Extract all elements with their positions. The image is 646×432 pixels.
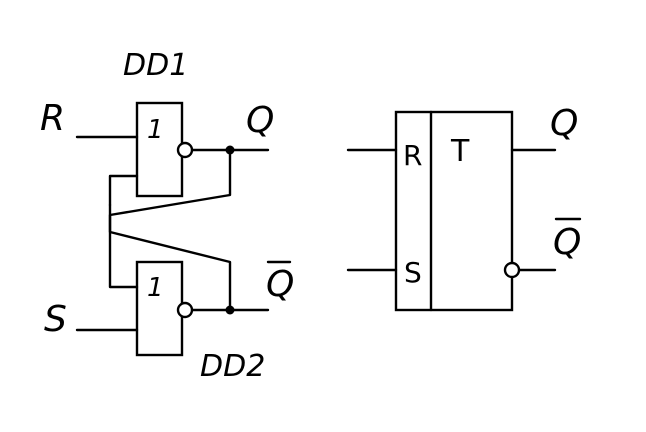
trigger-body <box>394 110 514 312</box>
output-label-q: Q <box>246 100 274 141</box>
rs-trigger-block: R S T Q Q <box>346 103 581 312</box>
gate-dd1 <box>135 101 184 198</box>
gate-dd1-inversion-bubble <box>176 141 194 159</box>
gate-dd1-symbol: 1 <box>147 115 164 145</box>
gate-label-dd2: DD2 <box>200 349 265 384</box>
trigger-type-label: T <box>450 134 470 169</box>
input-label-s: S <box>44 299 67 340</box>
nor-latch-circuit: DD1 DD2 1 1 R S Q Q <box>40 48 294 384</box>
trigger-output-label-q: Q <box>550 103 578 144</box>
gate-label-dd1: DD1 <box>123 48 188 83</box>
feedback-wire-qbar-to-dd1-lower <box>108 203 232 312</box>
gate-dd2-symbol: 1 <box>147 273 164 303</box>
gate-dd2 <box>135 260 184 357</box>
trigger-input-r-label: R <box>403 139 422 172</box>
trigger-input-s-label: S <box>404 256 422 289</box>
input-label-r: R <box>40 98 65 139</box>
trigger-inversion-bubble <box>503 261 521 279</box>
trigger-output-label-q-bar: Q <box>553 222 581 263</box>
gate-dd2-inversion-bubble <box>176 301 194 319</box>
output-label-q-bar: Q <box>266 264 294 305</box>
feedback-wire-qbar-to-dd1-upper <box>108 174 139 207</box>
feedback-wire-q-to-dd2 <box>108 148 232 289</box>
